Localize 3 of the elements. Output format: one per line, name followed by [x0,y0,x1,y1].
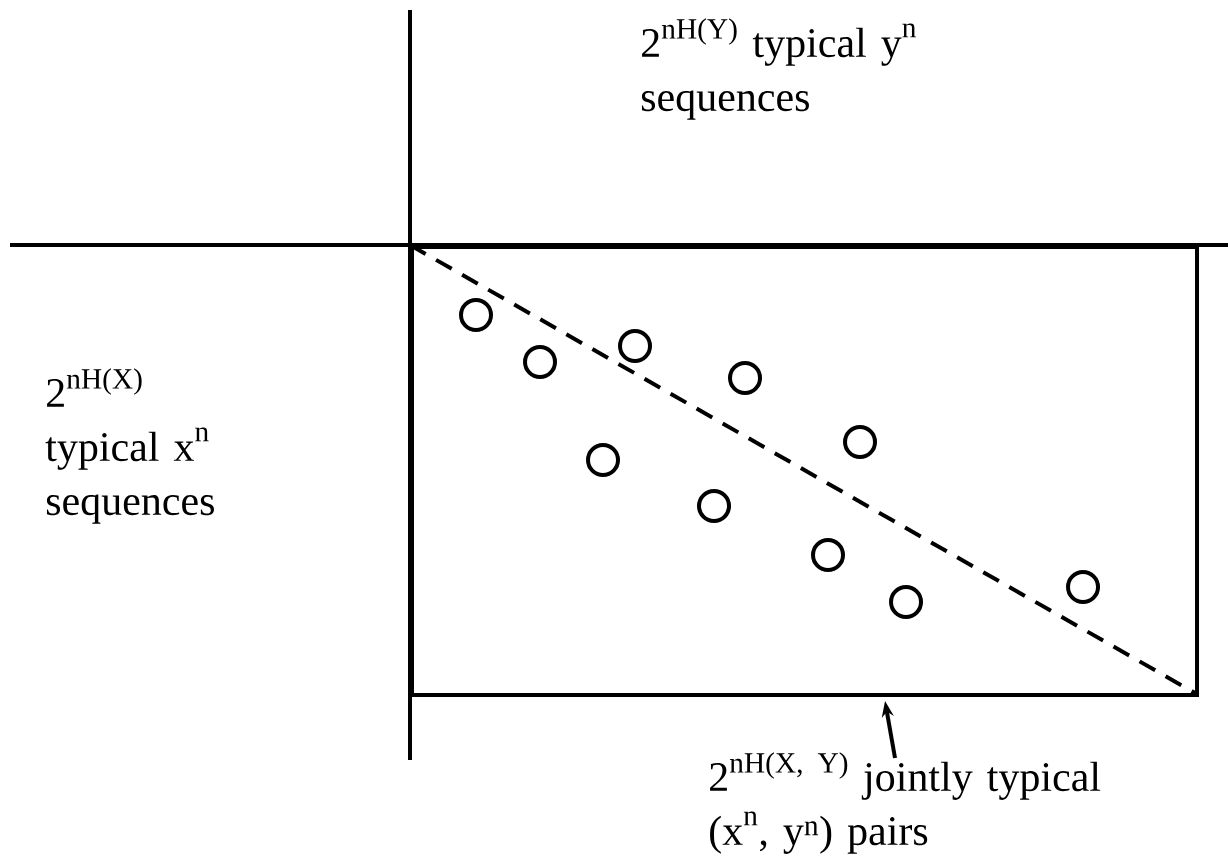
text-label: $\text{2}^{\text{nH(X, Y)}}\ \text{jointly typical}\allowbreak\ \text{(x}^{\text{n}}\text{, y}^{\text{n}}\text{) pairs}$ [710,752,1101,854]
text-label: $\text{2}^{\text{nH(Y)}}\ \text{typical y}^{\text{n}}\allowbreak\ \text{sequences}$ [641,18,916,120]
text-label: $\text{2}^{\text{nH(X)}}\allowbreak\ \text{typical x}^{\text{n}}\allowbreak\ \text{sequences}$ [45,368,214,524]
